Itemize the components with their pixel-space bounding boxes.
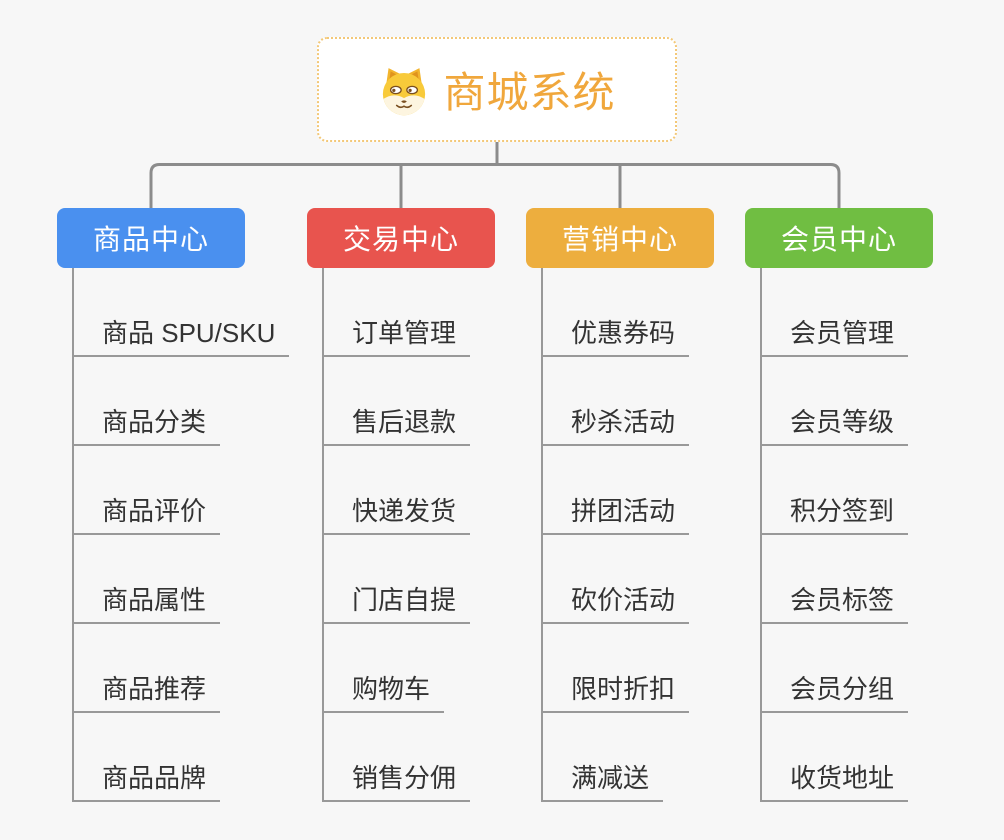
leaf-node: 商品属性 bbox=[74, 535, 289, 624]
leaf-node: 会员分组 bbox=[762, 624, 909, 713]
leaf-label[interactable]: 订单管理 bbox=[324, 318, 471, 357]
leaf-label[interactable]: 砍价活动 bbox=[543, 585, 690, 624]
leaf-node: 优惠券码 bbox=[543, 268, 690, 357]
leaf-node: 积分签到 bbox=[762, 446, 909, 535]
branch-header-product-center[interactable]: 商品中心 bbox=[57, 208, 245, 268]
leaf-node: 售后退款 bbox=[324, 357, 471, 446]
leaf-node: 会员等级 bbox=[762, 357, 909, 446]
leaf-node: 商品评价 bbox=[74, 446, 289, 535]
leaf-node: 限时折扣 bbox=[543, 624, 690, 713]
leaf-label[interactable]: 售后退款 bbox=[324, 407, 471, 446]
leaf-node: 拼团活动 bbox=[543, 446, 690, 535]
leaf-label[interactable]: 商品 SPU/SKU bbox=[74, 318, 290, 357]
branch-header-trade-center[interactable]: 交易中心 bbox=[307, 208, 495, 268]
leaf-label[interactable]: 会员分组 bbox=[762, 674, 909, 713]
leaf-node: 会员标签 bbox=[762, 535, 909, 624]
leaf-label[interactable]: 秒杀活动 bbox=[543, 407, 690, 446]
leaf-node: 满减送 bbox=[543, 713, 689, 802]
doge-icon bbox=[383, 67, 426, 115]
leaf-label[interactable]: 限时折扣 bbox=[543, 674, 690, 713]
leaf-label[interactable]: 会员管理 bbox=[762, 318, 909, 357]
root-node[interactable]: 商城系统 bbox=[317, 37, 677, 142]
leaf-label[interactable]: 门店自提 bbox=[324, 585, 471, 624]
leaf-node: 收货地址 bbox=[762, 713, 909, 802]
leaf-node: 砍价活动 bbox=[543, 535, 690, 624]
leaf-node: 商品 SPU/SKU bbox=[74, 268, 290, 357]
leaf-label[interactable]: 优惠券码 bbox=[543, 318, 690, 357]
branch-list-product-center: 商品 SPU/SKU 商品分类 商品评价 商品属性 商品推荐 商品品牌 bbox=[72, 268, 290, 802]
leaf-label[interactable]: 商品品牌 bbox=[74, 763, 221, 802]
branch-list-marketing-center: 优惠券码 秒杀活动 拼团活动 砍价活动 限时折扣 满减送 bbox=[541, 268, 690, 802]
leaf-label[interactable]: 收货地址 bbox=[762, 763, 909, 802]
leaf-label[interactable]: 快递发货 bbox=[324, 496, 471, 535]
leaf-node: 商品品牌 bbox=[74, 713, 289, 802]
root-title: 商城系统 bbox=[443, 69, 616, 116]
leaf-label[interactable]: 会员等级 bbox=[762, 407, 909, 446]
leaf-node: 秒杀活动 bbox=[543, 357, 690, 446]
leaf-node: 快递发货 bbox=[324, 446, 471, 535]
leaf-label[interactable]: 购物车 bbox=[324, 674, 445, 713]
leaf-label[interactable]: 商品分类 bbox=[74, 407, 221, 446]
leaf-node: 商品分类 bbox=[74, 357, 289, 446]
leaf-label[interactable]: 商品属性 bbox=[74, 585, 221, 624]
branch-header-marketing-center[interactable]: 营销中心 bbox=[526, 208, 714, 268]
leaf-node: 门店自提 bbox=[324, 535, 471, 624]
leaf-label[interactable]: 拼团活动 bbox=[543, 496, 690, 535]
leaf-node: 购物车 bbox=[324, 624, 470, 713]
leaf-label[interactable]: 满减送 bbox=[543, 763, 664, 802]
leaf-label[interactable]: 积分签到 bbox=[762, 496, 909, 535]
leaf-node: 销售分佣 bbox=[324, 713, 471, 802]
leaf-node: 会员管理 bbox=[762, 268, 909, 357]
leaf-label[interactable]: 商品评价 bbox=[74, 496, 221, 535]
branch-header-member-center[interactable]: 会员中心 bbox=[745, 208, 933, 268]
leaf-label[interactable]: 商品推荐 bbox=[74, 674, 221, 713]
branch-list-member-center: 会员管理 会员等级 积分签到 会员标签 会员分组 收货地址 bbox=[760, 268, 909, 802]
leaf-label[interactable]: 会员标签 bbox=[762, 585, 909, 624]
leaf-label[interactable]: 销售分佣 bbox=[324, 763, 471, 802]
leaf-node: 订单管理 bbox=[324, 268, 471, 357]
leaf-node: 商品推荐 bbox=[74, 624, 289, 713]
branch-list-trade-center: 订单管理 售后退款 快递发货 门店自提 购物车 销售分佣 bbox=[322, 268, 471, 802]
